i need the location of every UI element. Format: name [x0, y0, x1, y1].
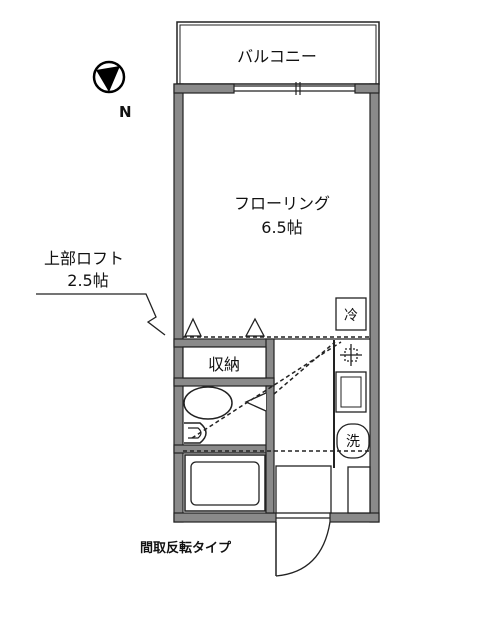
ladder-path-line-2 [273, 341, 336, 395]
entrance-door [275, 521, 331, 577]
wall-left [173, 83, 184, 523]
loft-label: 上部ロフト [44, 249, 124, 268]
washer-label: 洗 [346, 434, 360, 450]
fridge: 冷 [335, 297, 367, 331]
compass-needle-icon [96, 66, 120, 92]
loft-size: 2.5帖 [67, 271, 108, 290]
entrance-step [275, 465, 332, 514]
wall-bottom-right [329, 512, 380, 523]
balcony: バルコニー [176, 21, 380, 85]
ladder-path-line [191, 341, 342, 439]
kitchen-stove-inner [340, 376, 362, 408]
loft-indicator: 上部ロフト 2.5帖 [36, 249, 166, 336]
north-label: N [119, 103, 132, 121]
loft-leader-line [36, 293, 166, 336]
toilet-bowl-icon [184, 422, 207, 444]
loft-ladder-right-icon [244, 317, 266, 337]
washer: 洗 [336, 423, 370, 459]
toilet [183, 386, 233, 444]
kitchen-counter-line [333, 340, 335, 468]
toilet-door-swing [244, 392, 267, 412]
balcony-inner-outline [179, 24, 377, 85]
plan-caption: 間取反転タイプ [140, 540, 232, 556]
ceiling-light-icon [340, 344, 362, 366]
bathtub-inner [190, 461, 260, 506]
compass: N [92, 60, 132, 121]
storage-wall-top [173, 338, 273, 348]
fridge-label: 冷 [344, 308, 358, 324]
storage-label: 収納 [208, 355, 240, 374]
flooring-size: 6.5帖 [261, 218, 302, 237]
flooring-label: フローリング [234, 194, 330, 213]
door-swing-arc [275, 521, 331, 577]
wall-top-right [354, 83, 380, 94]
wall-top-left [173, 83, 235, 94]
balcony-label: バルコニー [237, 47, 317, 66]
washer-box [336, 423, 370, 459]
storage-wall-right [265, 338, 275, 385]
balcony-window [234, 82, 355, 95]
storage-box [182, 346, 267, 379]
toilet-partition-wall [173, 444, 271, 454]
wet-area-divider-wall [265, 385, 275, 514]
loft-ladder-left-icon [183, 317, 203, 337]
wall-right [369, 83, 380, 523]
storage-wall-bottom [173, 377, 275, 387]
shoe-cabinet [347, 466, 371, 514]
bathtub [184, 454, 266, 512]
storage-closet: 収納 [173, 338, 275, 387]
fridge-box [335, 297, 367, 331]
exterior-walls [173, 83, 380, 523]
toilet-tank-icon [183, 386, 233, 420]
wall-bottom-left [173, 512, 277, 523]
